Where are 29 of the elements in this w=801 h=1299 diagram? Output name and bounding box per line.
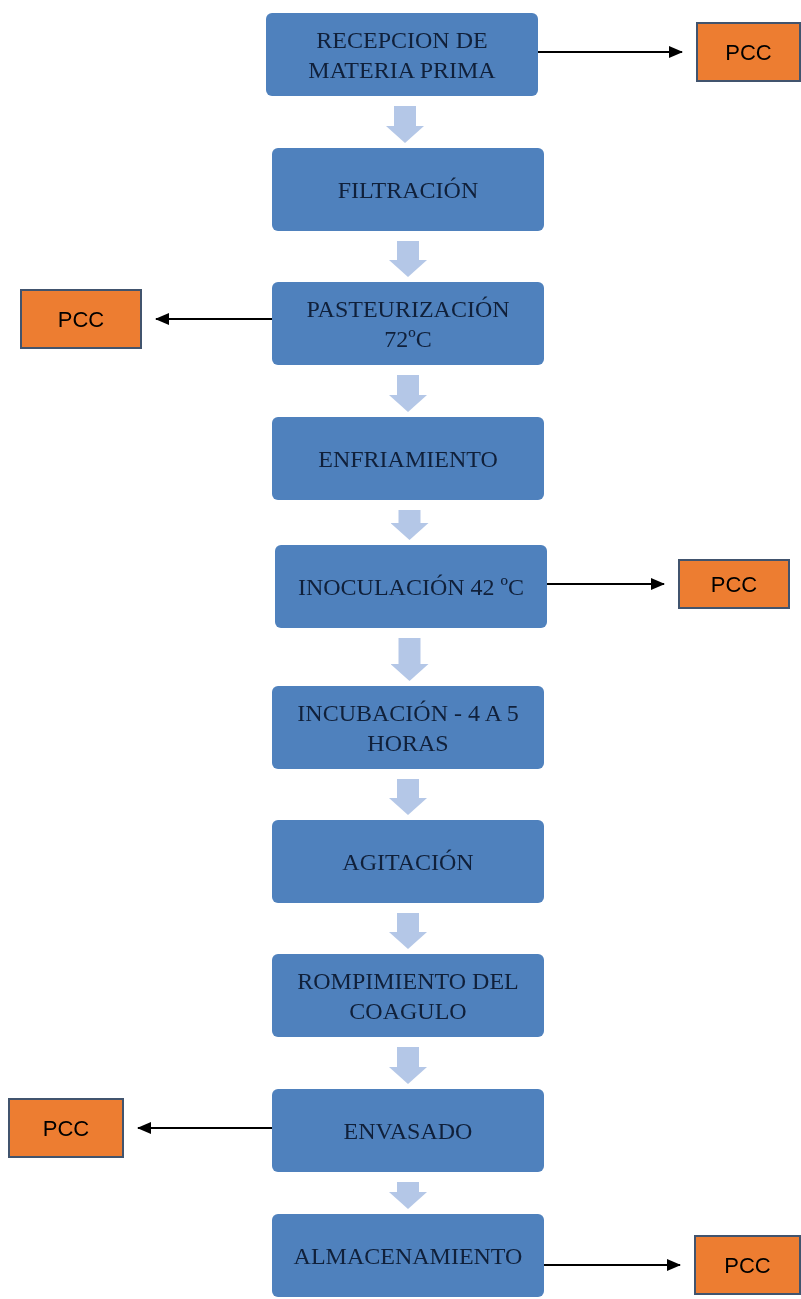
arrow xyxy=(537,46,683,58)
process-box: ROMPIMIENTO DEL COAGULO xyxy=(272,954,544,1037)
block-arrow xyxy=(390,638,429,681)
pcc-box: PCC xyxy=(678,559,790,609)
block-arrow xyxy=(389,1047,427,1084)
arrow xyxy=(137,1122,273,1134)
pcc-box: PCC xyxy=(696,22,801,82)
process-box: INOCULACIÓN 42 ºC xyxy=(275,545,547,628)
process-box: RECEPCION DE MATERIA PRIMA xyxy=(266,13,538,96)
process-box: FILTRACIÓN xyxy=(272,148,544,231)
process-box: ENFRIAMIENTO xyxy=(272,417,544,500)
block-arrow xyxy=(389,1182,427,1209)
pcc-box: PCC xyxy=(20,289,142,349)
block-arrow xyxy=(389,779,427,815)
process-box: PASTEURIZACIÓN 72ºC xyxy=(272,282,544,365)
block-arrow xyxy=(389,375,427,412)
process-box: ALMACENAMIENTO xyxy=(272,1214,544,1297)
pcc-box: PCC xyxy=(694,1235,801,1295)
process-box: INCUBACIÓN - 4 A 5 HORAS xyxy=(272,686,544,769)
pcc-box: PCC xyxy=(8,1098,124,1158)
block-arrow xyxy=(389,241,427,277)
arrow xyxy=(155,313,273,325)
block-arrow xyxy=(389,913,427,949)
process-box: AGITACIÓN xyxy=(272,820,544,903)
arrow xyxy=(546,578,665,590)
process-box: ENVASADO xyxy=(272,1089,544,1172)
block-arrow xyxy=(386,106,424,143)
arrow xyxy=(543,1259,681,1271)
block-arrow xyxy=(390,510,429,540)
